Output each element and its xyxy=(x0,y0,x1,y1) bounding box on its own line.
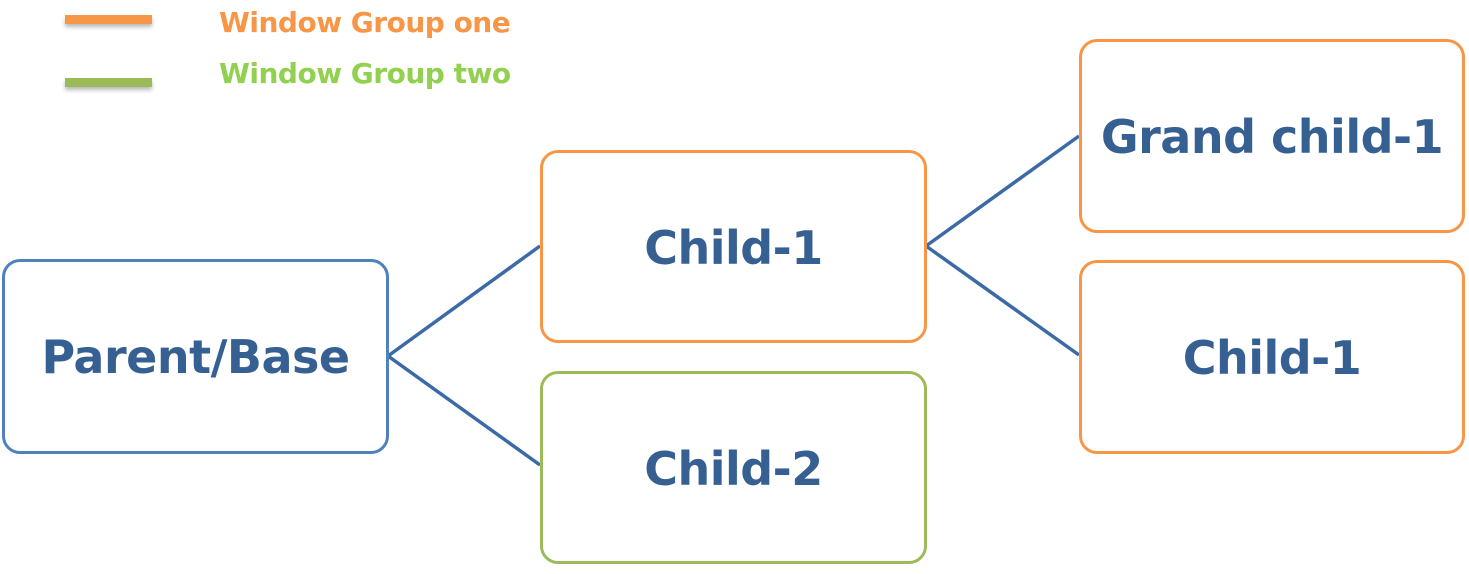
node-grand-child-1: Grand child-1 xyxy=(1079,39,1465,233)
node-label: Child-2 xyxy=(644,442,823,496)
legend-label-group-two: Window Group two xyxy=(219,57,511,90)
node-child-2: Child-2 xyxy=(540,371,927,564)
node-label: Parent/Base xyxy=(41,330,350,384)
edge-parent-child2 xyxy=(386,354,542,467)
node-child-1-right: Child-1 xyxy=(1079,260,1465,454)
node-label: Child-1 xyxy=(1182,331,1362,385)
legend-label-group-one: Window Group one xyxy=(219,6,511,39)
node-child-1: Child-1 xyxy=(540,150,927,343)
edge-child1-grandchild1 xyxy=(924,134,1081,248)
legend-swatch-group-two xyxy=(65,78,152,87)
edge-parent-child1 xyxy=(386,244,542,358)
node-parent-base: Parent/Base xyxy=(2,259,389,454)
node-label: Child-1 xyxy=(644,221,823,275)
legend-swatch-group-one xyxy=(65,15,152,24)
node-label: Grand child-1 xyxy=(1100,110,1444,164)
edge-child1-child1b xyxy=(924,244,1081,357)
